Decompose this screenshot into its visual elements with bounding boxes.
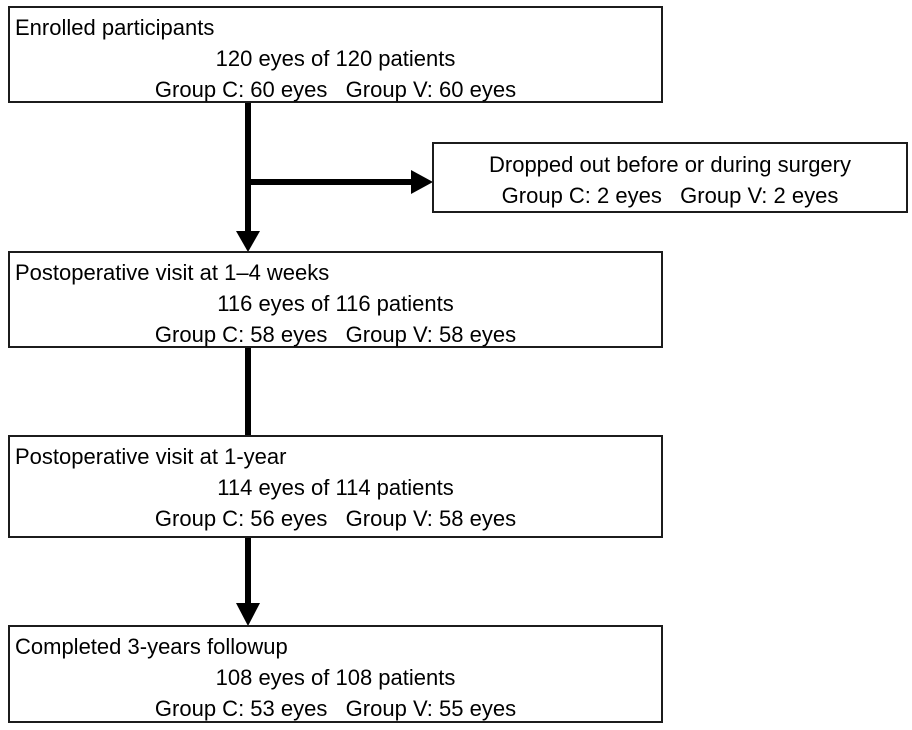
box-enrolled: Enrolled participants 120 eyes of 120 pa… — [8, 6, 663, 103]
box-completed-3-years: Completed 3-years followup 108 eyes of 1… — [8, 625, 663, 723]
box-completed-3-years-groups: Group C: 53 eyes Group V: 55 eyes — [154, 696, 517, 721]
box-postop-1-year: Postoperative visit at 1-year 114 eyes o… — [8, 435, 663, 538]
box-dropped-out-title: Dropped out before or during surgery — [489, 152, 851, 177]
box-postop-1-4-weeks: Postoperative visit at 1–4 weeks 116 eye… — [8, 251, 663, 348]
box-postop-1-year-count: 114 eyes of 114 patients — [217, 475, 454, 500]
box-enrolled-groups: Group C: 60 eyes Group V: 60 eyes — [154, 77, 517, 102]
box-postop-1-4-weeks-groups: Group C: 58 eyes Group V: 58 eyes — [154, 322, 517, 347]
box-postop-1-year-groups: Group C: 56 eyes Group V: 58 eyes — [154, 506, 517, 531]
box-completed-3-years-title: Completed 3-years followup — [15, 634, 288, 659]
box-dropped-out-groups: Group C: 2 eyes Group V: 2 eyes — [501, 183, 839, 208]
box-postop-1-4-weeks-title: Postoperative visit at 1–4 weeks — [15, 260, 330, 285]
arrow-enrolled-to-week4-head — [236, 231, 260, 252]
box-enrolled-title: Enrolled participants — [15, 15, 215, 40]
box-postop-1-4-weeks-count: 116 eyes of 116 patients — [217, 291, 454, 316]
box-completed-3-years-count: 108 eyes of 108 patients — [215, 665, 456, 690]
arrow-1year-to-3years-head — [236, 603, 260, 626]
arrow-branch-dropout-head — [411, 170, 433, 194]
box-postop-1-year-title: Postoperative visit at 1-year — [15, 444, 287, 469]
box-enrolled-count: 120 eyes of 120 patients — [215, 46, 456, 71]
box-dropped-out: Dropped out before or during surgery Gro… — [432, 142, 908, 213]
